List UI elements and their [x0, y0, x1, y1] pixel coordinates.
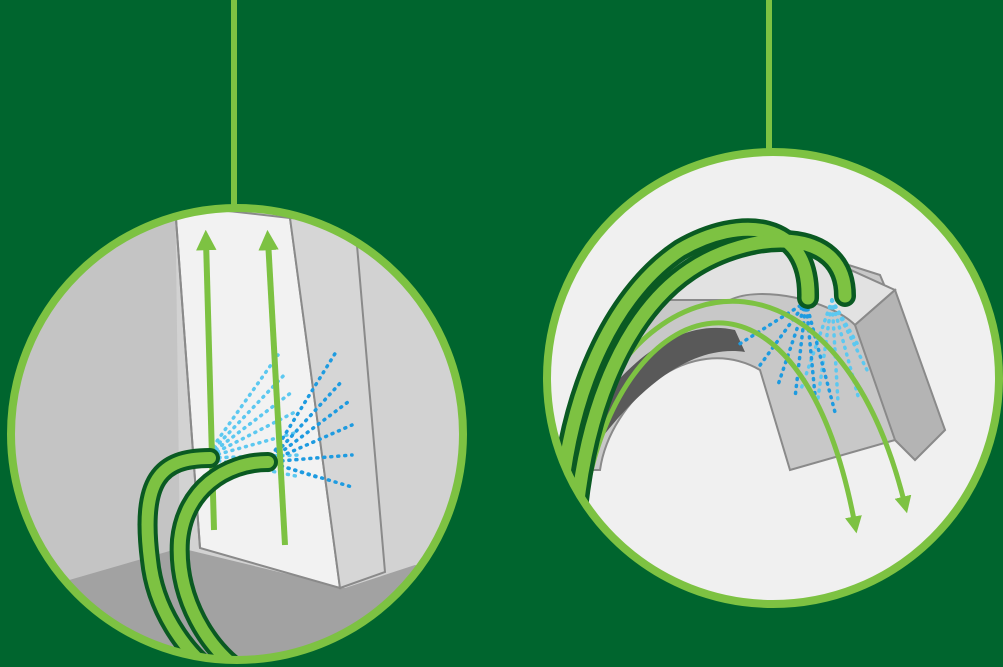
right-detail-panel [547, 152, 999, 604]
